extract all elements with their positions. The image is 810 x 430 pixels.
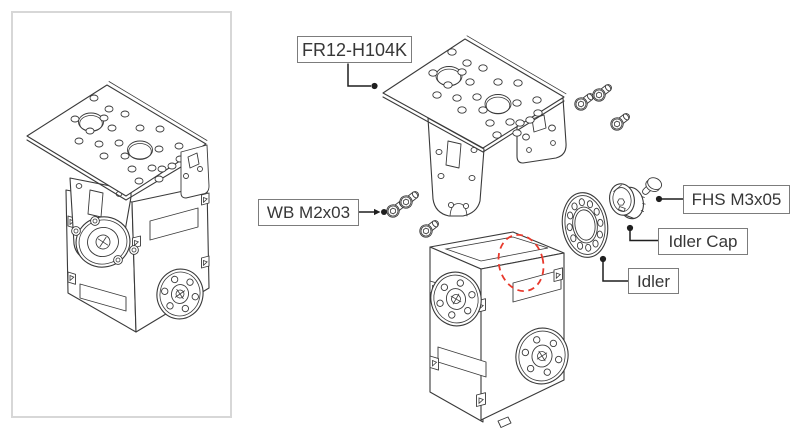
idler-cap-drawing xyxy=(609,183,646,220)
leader-wb-bolt xyxy=(358,208,387,216)
idler-drawing xyxy=(561,192,609,258)
label-wb-bolt: WB M2x03 xyxy=(258,199,359,226)
fhs-screw-drawing xyxy=(642,177,663,195)
assembled-unit-drawing xyxy=(26,81,210,333)
assembled-bracket-flange xyxy=(69,177,139,268)
assembled-bracket-plate xyxy=(26,81,210,201)
label-idler-cap: Idler Cap xyxy=(658,228,748,255)
leader-idler-cap xyxy=(626,224,658,242)
idler-position-highlight xyxy=(497,233,545,293)
assembled-horn-right xyxy=(156,268,204,320)
label-idler: Idler xyxy=(628,268,679,294)
exploded-servo-drawing xyxy=(429,231,569,428)
servo-horn-right xyxy=(515,327,569,385)
assembled-plate-holes xyxy=(70,94,185,185)
leader-frame xyxy=(347,63,378,90)
label-frame: FR12-H104K xyxy=(297,36,412,63)
label-fhs-screw: FHS M3x05 xyxy=(683,185,790,214)
frame-drawing xyxy=(382,35,567,217)
frame-plate-holes xyxy=(428,48,543,139)
top-right-bolts-drawing xyxy=(571,80,634,134)
leader-idler xyxy=(599,255,628,282)
servo-horn-left xyxy=(430,271,482,327)
leader-fhs-screw xyxy=(655,195,683,203)
assembled-horn-screws xyxy=(71,216,139,265)
